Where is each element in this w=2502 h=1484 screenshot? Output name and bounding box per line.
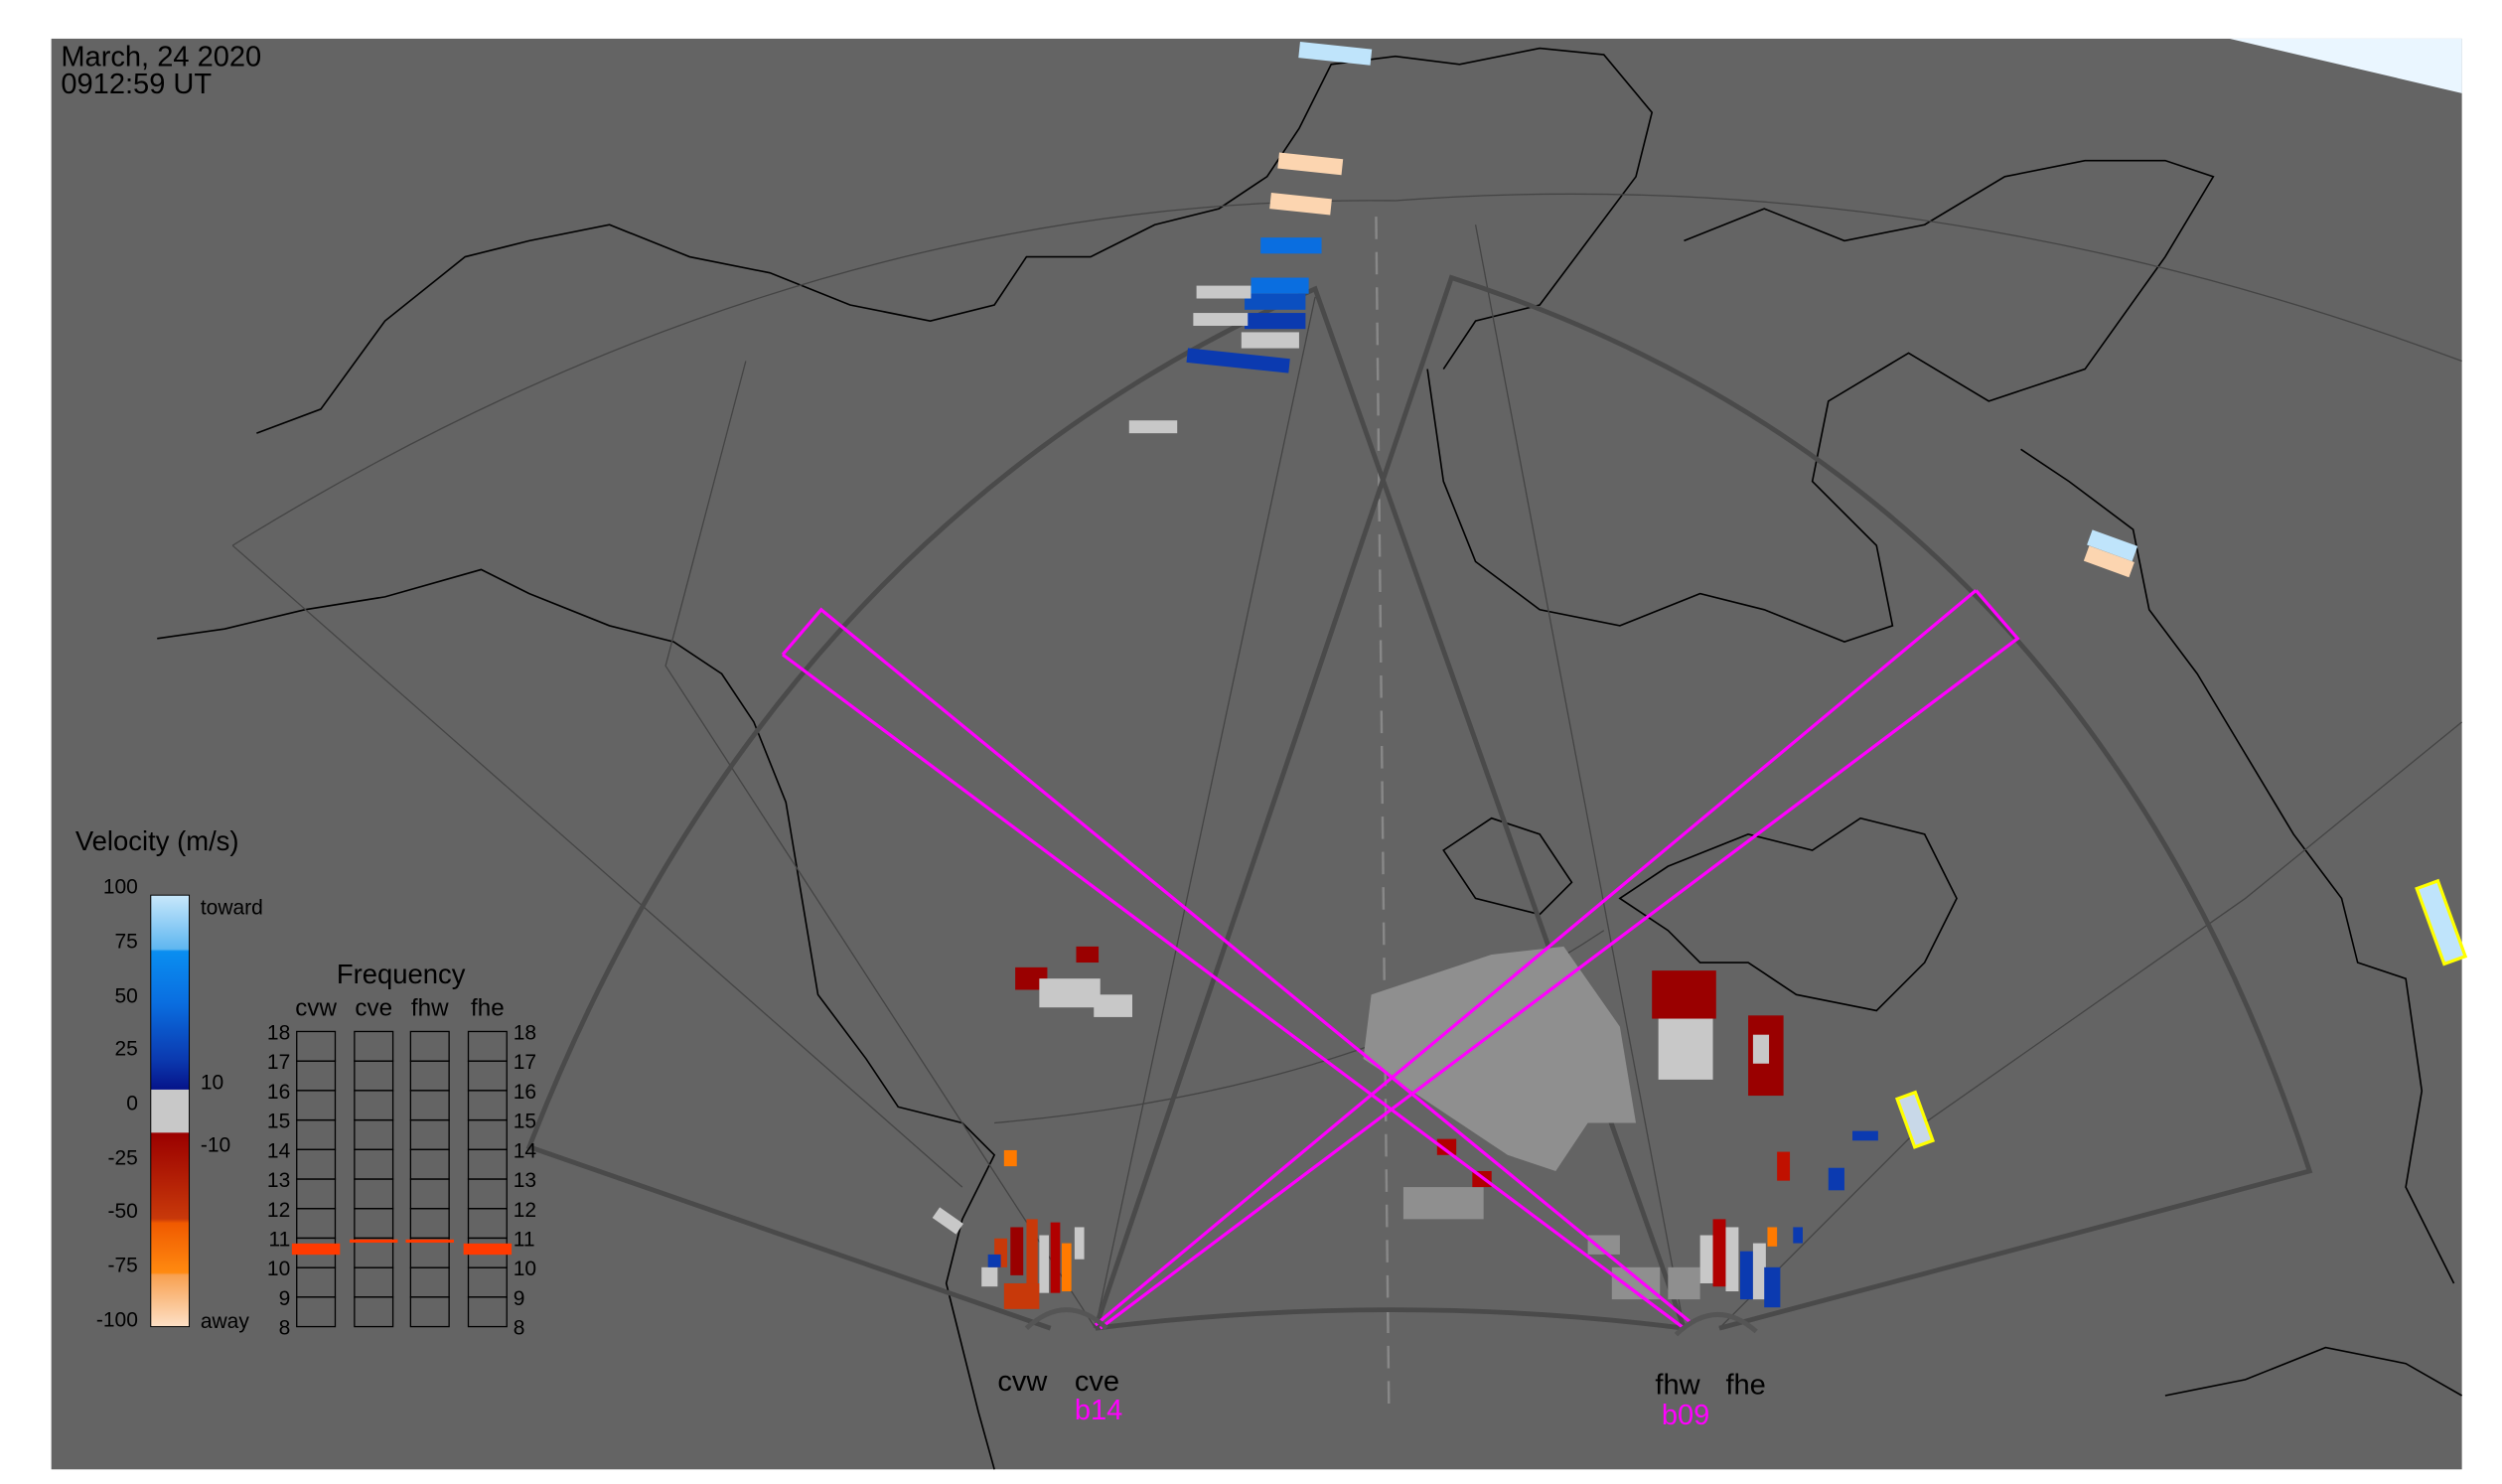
freq-cell [354, 1030, 394, 1062]
freq-tick-label: 8 [514, 1317, 525, 1340]
legend-toward: toward [201, 897, 263, 920]
freq-tick-label: 10 [267, 1258, 290, 1280]
legend-tick: -50 [108, 1200, 138, 1223]
legend-tick: 0 [126, 1093, 138, 1115]
freq-cell [409, 1030, 450, 1062]
frequency-panel: Frequency cvw cve fhw fhe 18 18 17 17 16 16 15… [267, 959, 536, 1340]
freq-cell [467, 1030, 508, 1062]
freq-tick-label: 12 [514, 1199, 536, 1222]
freq-tick-label: 15 [267, 1111, 290, 1133]
freq-tick-label: 11 [514, 1229, 535, 1252]
freq-cell [296, 1030, 337, 1062]
time-label: 0912:59 UT [61, 69, 212, 100]
site-label-fhw: fhw [1655, 1369, 1700, 1401]
coastlines [157, 47, 2463, 1470]
fh-near-range-cells [1668, 1219, 1803, 1308]
freq-col-label: fhe [471, 994, 505, 1021]
legend-tick: -25 [108, 1146, 138, 1169]
freq-tick-label: 16 [514, 1081, 536, 1104]
freq-tick-label: 9 [514, 1287, 525, 1310]
frequency-title: Frequency [337, 959, 466, 989]
freq-tick-label: 17 [514, 1051, 536, 1074]
freq-tick-label: 14 [514, 1139, 537, 1162]
radar-site-fh [1674, 1312, 1758, 1337]
legend-title: Velocity (m/s) [75, 825, 239, 856]
freq-marker-cvw [291, 1243, 341, 1256]
velocity-legend: Velocity (m/s) 100 75 [75, 825, 263, 1333]
beam-b14-cve [1094, 589, 2020, 1330]
legend-threshold-lower: -10 [201, 1134, 230, 1157]
freq-marker-fhe [463, 1243, 513, 1256]
freq-col-label: cvw [295, 994, 337, 1021]
beam-label-b09: b09 [1662, 1400, 1709, 1431]
freq-tick-label: 11 [268, 1229, 290, 1252]
freq-tick-label: 8 [279, 1317, 291, 1340]
legend-tick: 100 [103, 876, 138, 899]
freq-tick-label: 18 [514, 1022, 536, 1045]
fov-outlines [525, 274, 2313, 1331]
site-label-fhe: fhe [1725, 1369, 1765, 1401]
radar-site-cv [1024, 1307, 1108, 1330]
freq-marker-fhw [405, 1239, 454, 1244]
velocity-colorbar [150, 894, 191, 1328]
freq-tick-label: 16 [267, 1081, 290, 1104]
date-label: March, 24 2020 [61, 41, 261, 73]
freq-tick-label: 9 [279, 1287, 291, 1310]
beam-label-b14: b14 [1075, 1395, 1122, 1426]
freq-tick-label: 15 [514, 1111, 536, 1133]
freq-tick-label: 17 [267, 1051, 290, 1074]
legend-tick: 25 [115, 1038, 138, 1061]
freq-col-label: cve [355, 994, 392, 1021]
freq-marker-cve [350, 1239, 398, 1244]
freq-tick-label: 18 [267, 1022, 290, 1045]
map-background [51, 38, 2462, 1470]
legend-threshold-upper: 10 [201, 1072, 223, 1095]
velocity-cells [932, 42, 2468, 1309]
freq-col-label: fhw [411, 994, 449, 1021]
legend-tick: 75 [115, 930, 138, 953]
site-label-cve: cve [1075, 1366, 1119, 1398]
legend-tick: -75 [108, 1255, 138, 1277]
freq-tick-label: 14 [267, 1139, 291, 1162]
freq-tick-label: 10 [514, 1258, 536, 1280]
dashed-meridian [1375, 217, 1391, 1412]
freq-tick-label: 12 [267, 1199, 290, 1222]
legend-tick: -100 [96, 1309, 138, 1332]
legend-tick: 50 [115, 984, 138, 1007]
freq-tick-label: 13 [514, 1169, 536, 1192]
beam-b09-fhw [781, 607, 1693, 1330]
freq-tick-label: 13 [267, 1169, 290, 1192]
site-label-cvw: cvw [997, 1366, 1048, 1398]
legend-away: away [201, 1310, 249, 1333]
cv-near-range-cells [981, 1219, 1085, 1309]
gray-scatter-region [1363, 946, 1661, 1300]
